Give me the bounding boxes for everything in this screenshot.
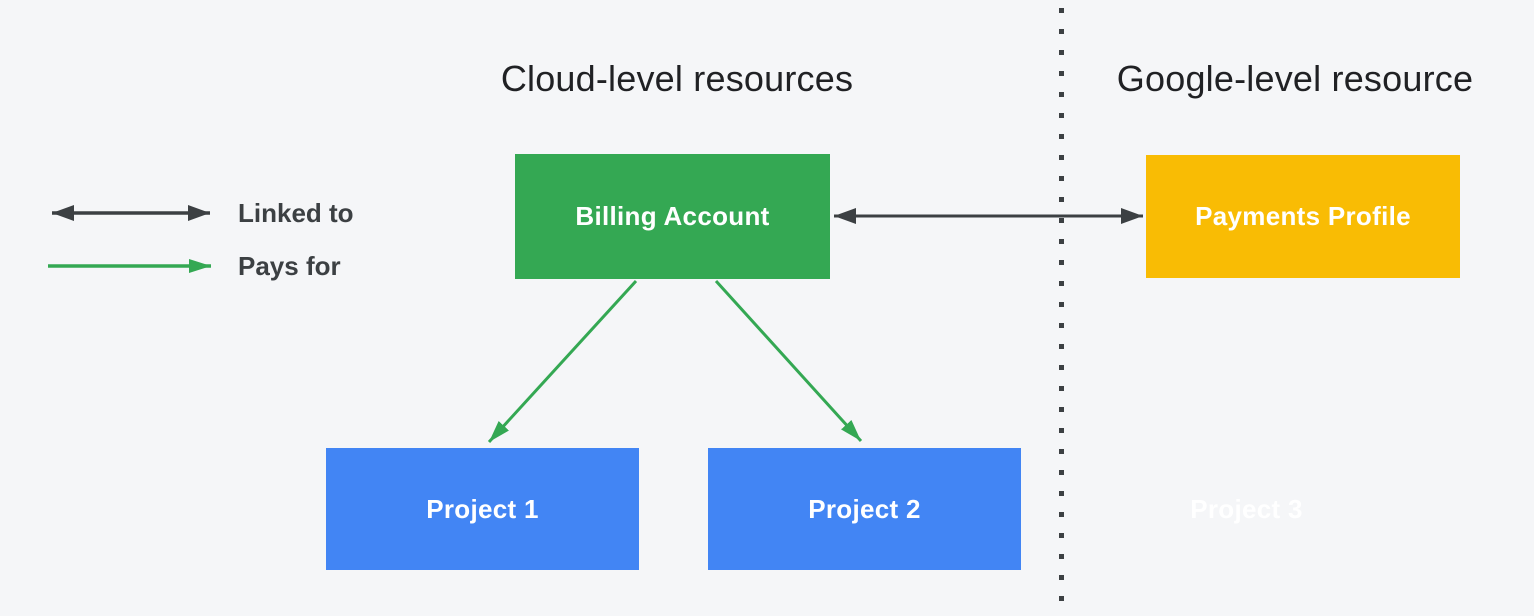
section-divider-dotted-line	[1059, 8, 1064, 616]
project-3-node-hidden: Project 3	[1090, 448, 1403, 570]
project-2-node: Project 2	[708, 448, 1021, 570]
payments-profile-label: Payments Profile	[1195, 201, 1411, 231]
edge-billing-to-project1-pays-arrow	[487, 279, 638, 444]
billing-account-label: Billing Account	[575, 201, 770, 231]
google-section-title: Google-level resource	[1116, 58, 1474, 99]
payments-profile-node: Payments Profile	[1146, 155, 1460, 278]
edge-billing-to-project2-pays-arrow	[714, 279, 863, 443]
cloud-section-title: Cloud-level resources	[500, 58, 854, 99]
project-1-node: Project 1	[326, 448, 639, 570]
billing-account-node: Billing Account	[515, 154, 830, 279]
project-3-label: Project 3	[1190, 493, 1303, 524]
legend-label-pays-for: Pays for	[238, 251, 341, 281]
legend-label-linked-to: Linked to	[238, 198, 354, 228]
project-1-label: Project 1	[426, 493, 539, 524]
project-2-label: Project 2	[808, 493, 921, 524]
